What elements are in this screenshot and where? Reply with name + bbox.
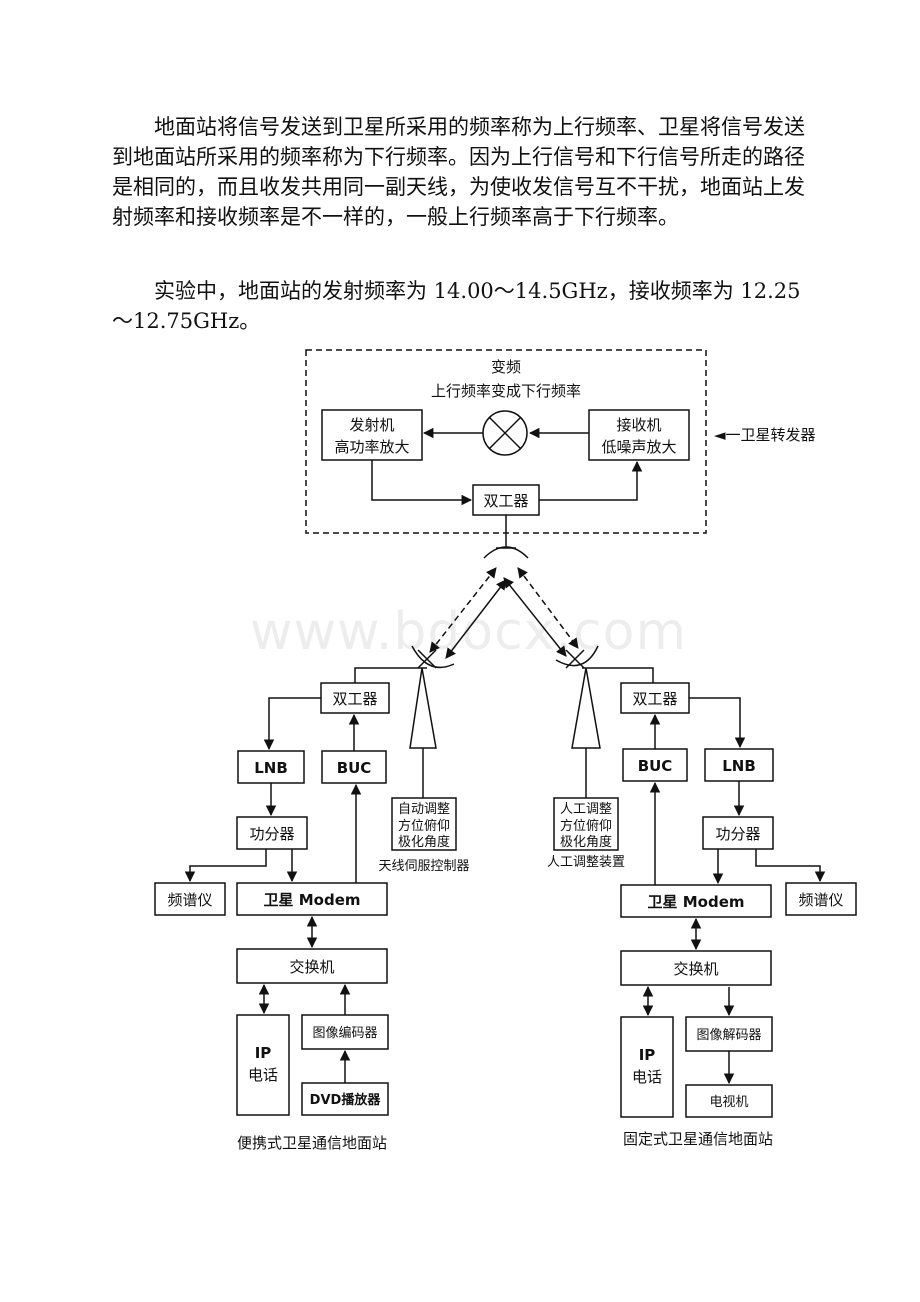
right-manual-line2: 方位俯仰 — [560, 818, 612, 834]
right-spectrum-box — [785, 882, 857, 916]
satellite-antenna-dish — [483, 546, 529, 559]
receiver-sublabel: 低噪声放大 — [601, 438, 676, 456]
left-modem-label: 卫星 Modem — [264, 891, 361, 909]
left-switch-box — [236, 948, 388, 984]
right-antenna-dish — [555, 645, 599, 667]
paragraph-experiment-frequency: 实验中，地面站的发射频率为 14.00～14.5GHz，接收频率为 12.25～… — [112, 279, 801, 333]
left-antenna-dish — [411, 645, 455, 669]
left-servo-line2: 方位俯仰 — [398, 818, 450, 834]
left-encoder-label: 图像编码器 — [312, 1026, 377, 1041]
right-tv-label: 电视机 — [709, 1095, 748, 1110]
right-duplexer-box — [620, 682, 690, 714]
right-manual-line3: 极化角度 — [560, 834, 612, 850]
left-splitter-box — [236, 816, 308, 850]
left-servo-line3: 极化角度 — [398, 834, 450, 850]
left-station-caption: 便携式卫星通信地面站 — [237, 1134, 387, 1152]
transponder-subtitle: 上行频率变成下行频率 — [431, 382, 581, 400]
receiver-box — [588, 409, 690, 461]
left-servo-line1: 自动调整 — [398, 802, 450, 817]
transmitter-box — [321, 409, 423, 461]
right-antenna-mount — [571, 667, 601, 749]
right-manual-caption: 人工调整装置 — [547, 855, 625, 870]
right-ip-label: IP — [639, 1046, 656, 1064]
paragraph-frequency-definition: 地面站将信号发送到卫星所采用的频率称为上行频率、卫星将信号发送到地面站所采用的频… — [112, 115, 805, 229]
transponder-title: 变频 — [491, 358, 521, 376]
left-spectrum-box — [154, 882, 226, 916]
left-phone-label: 电话 — [248, 1066, 278, 1084]
transponder-caption: ◄一卫星转发器 — [714, 426, 816, 444]
right-lnb-label: LNB — [722, 757, 756, 775]
right-switch-box — [620, 950, 772, 986]
right-phone-label: 电话 — [632, 1068, 662, 1086]
right-manual-line1: 人工调整 — [560, 802, 612, 817]
left-lnb-box — [237, 750, 305, 784]
right-modem-label: 卫星 Modem — [648, 893, 745, 911]
left-ip-phone-box — [236, 1014, 290, 1116]
left-duplexer-box — [320, 682, 390, 714]
right-ip-phone-box — [620, 1016, 674, 1118]
right-lnb-box — [704, 748, 774, 782]
right-station-caption: 固定式卫星通信地面站 — [623, 1130, 773, 1148]
right-spectrum-label: 频谱仪 — [798, 891, 843, 909]
left-switch-label: 交换机 — [289, 958, 334, 976]
left-modem-box — [236, 882, 388, 916]
right-decoder-label: 图像解码器 — [696, 1028, 761, 1043]
left-antenna-mount — [409, 667, 437, 749]
right-splitter-box — [702, 816, 774, 850]
right-duplexer-label: 双工器 — [632, 690, 677, 708]
left-lnb-label: LNB — [254, 759, 288, 777]
right-manual-box — [553, 797, 619, 851]
right-modem-box — [620, 884, 772, 918]
satellite-duplexer-label: 双工器 — [483, 492, 528, 510]
right-buc-box — [622, 748, 688, 782]
left-servo-box — [391, 797, 457, 851]
left-encoder-box — [301, 1014, 389, 1050]
transmitter-label: 发射机 — [349, 416, 394, 434]
left-splitter-label: 功分器 — [249, 825, 294, 843]
left-buc-box — [321, 750, 387, 784]
right-tv-box — [685, 1084, 773, 1118]
transmitter-sublabel: 高功率放大 — [334, 438, 409, 456]
receiver-label: 接收机 — [616, 416, 661, 434]
left-servo-caption: 天线伺服控制器 — [378, 859, 469, 874]
left-duplexer-label: 双工器 — [332, 690, 377, 708]
left-dvd-label: DVD播放器 — [310, 1092, 382, 1108]
left-spectrum-label: 频谱仪 — [167, 891, 212, 909]
left-buc-label: BUC — [337, 759, 372, 777]
left-ip-label: IP — [255, 1044, 272, 1062]
right-buc-label: BUC — [638, 757, 673, 775]
satellite-duplexer-box — [472, 484, 540, 516]
right-switch-label: 交换机 — [673, 960, 718, 978]
right-splitter-label: 功分器 — [715, 825, 760, 843]
